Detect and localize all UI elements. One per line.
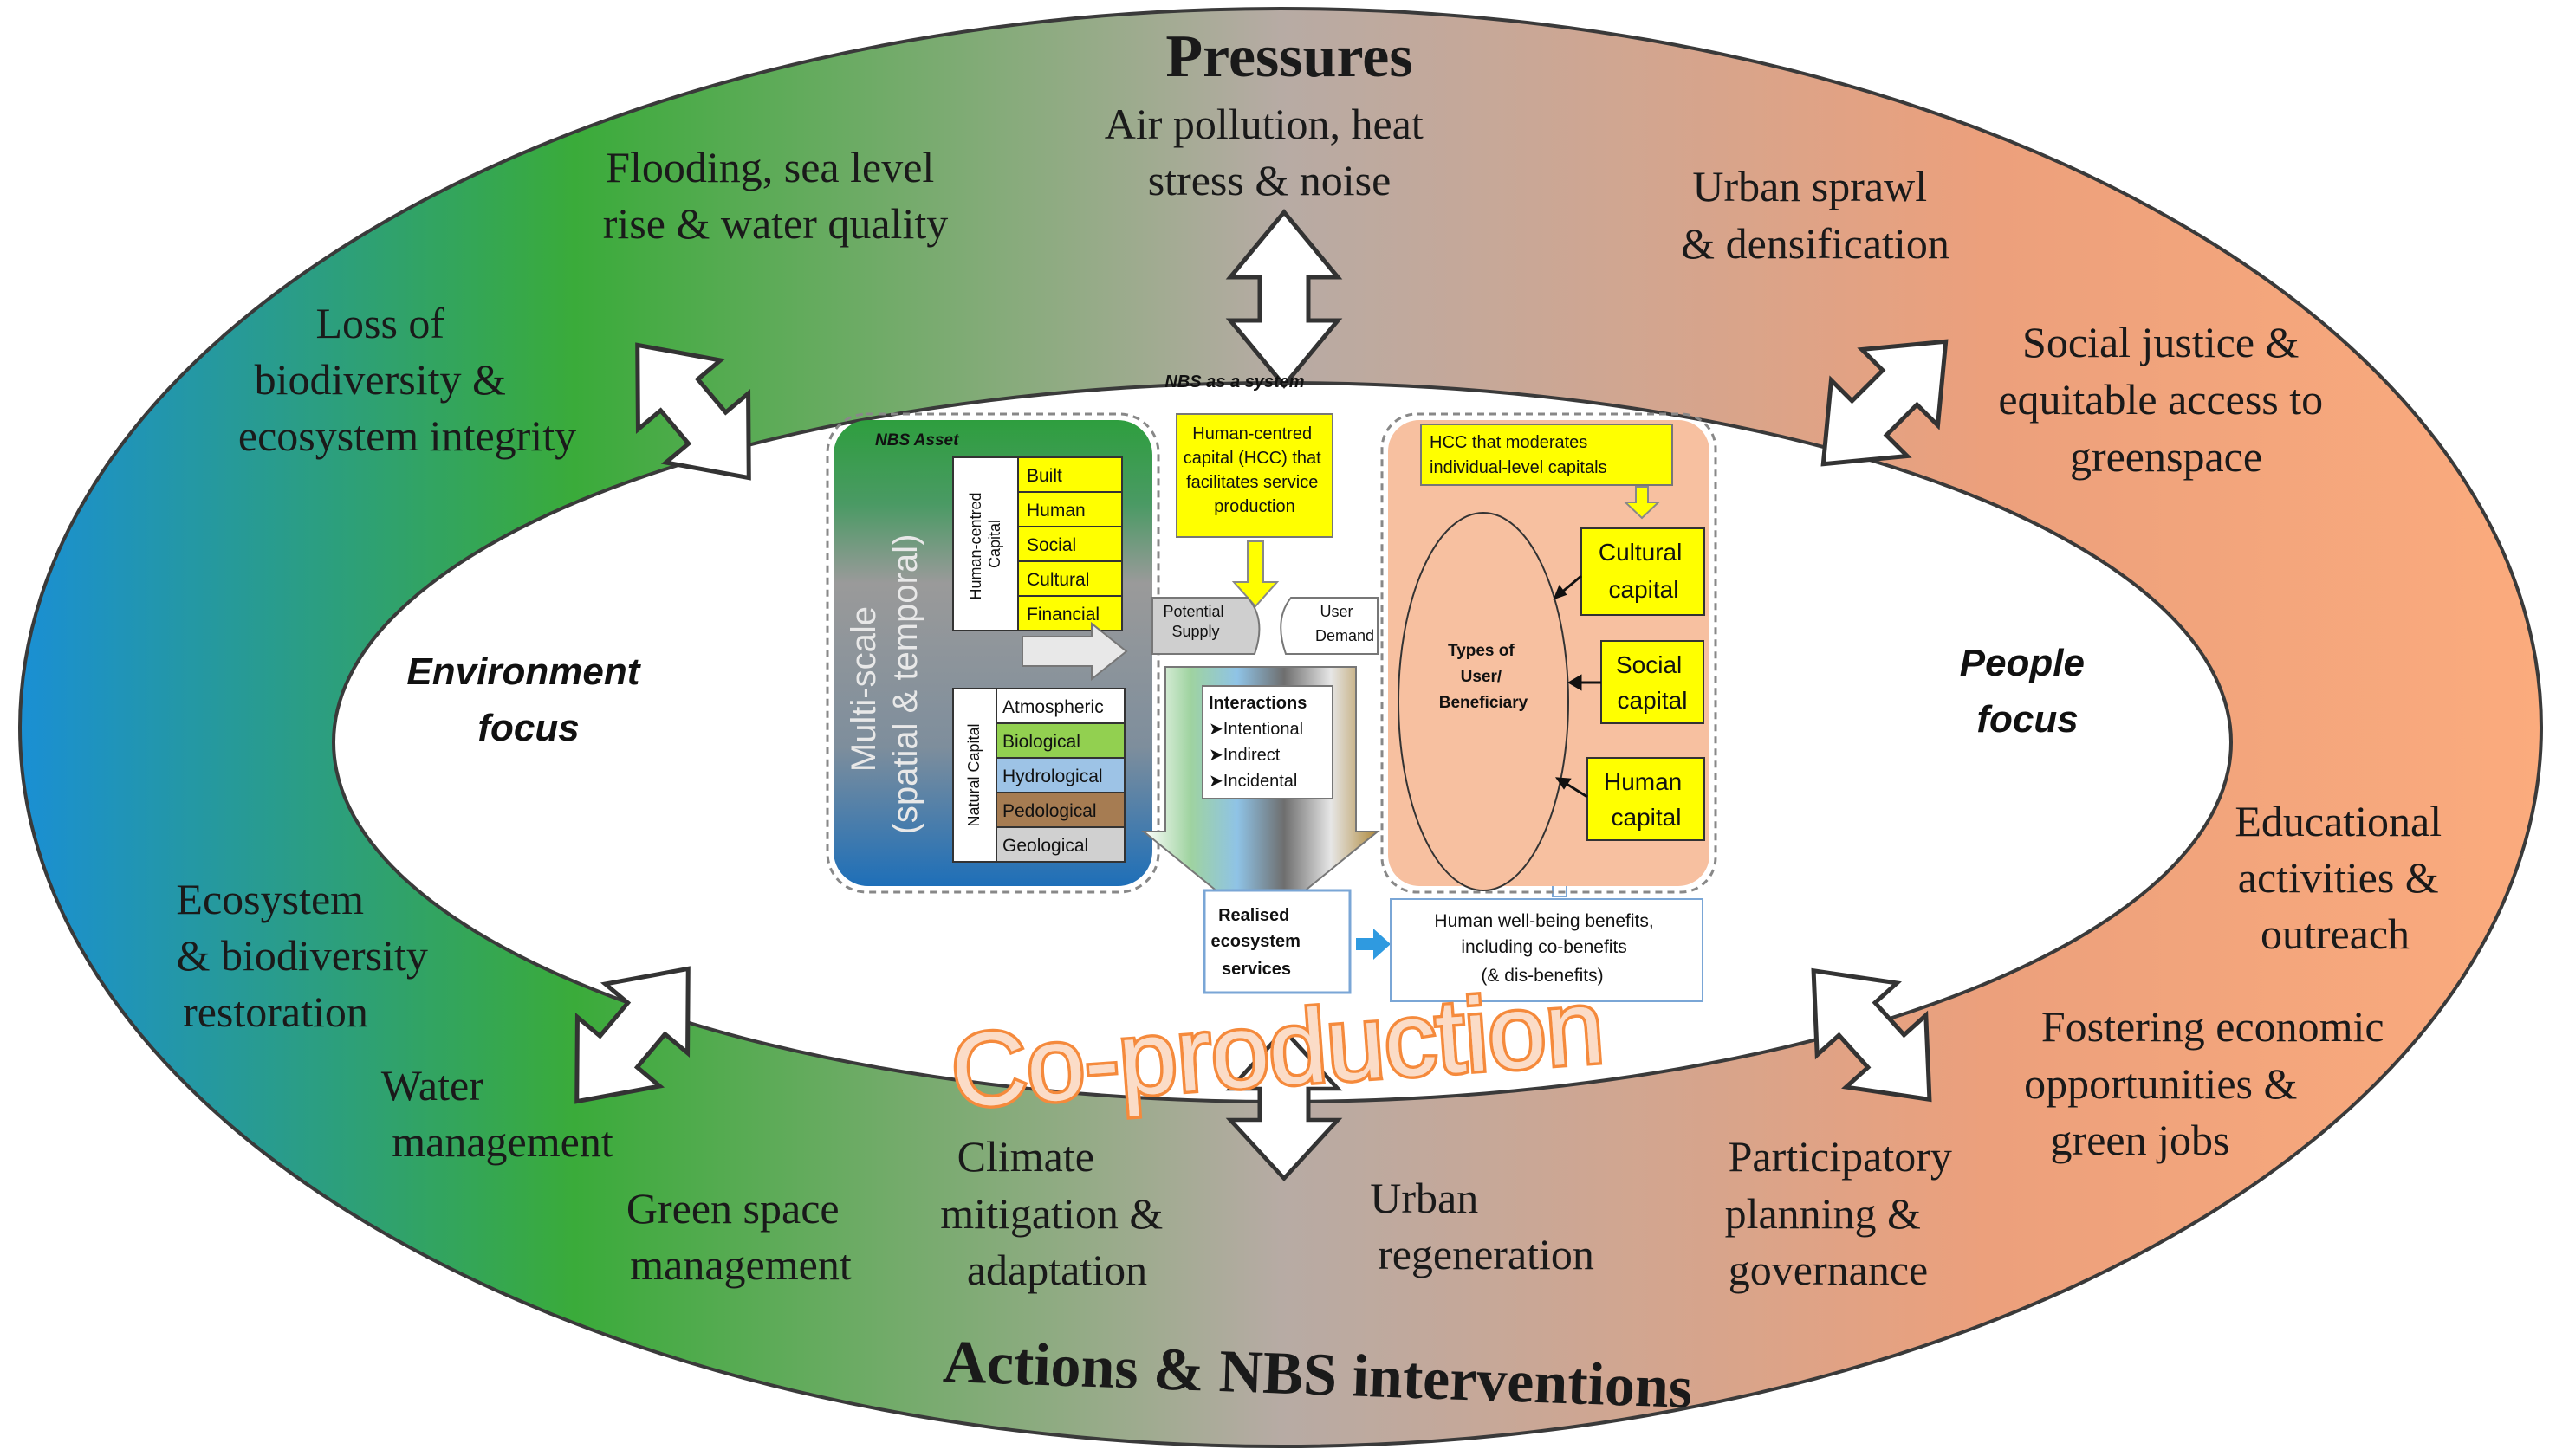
potential-supply-shape — [1151, 597, 1261, 655]
realised-services-box — [1203, 889, 1352, 994]
human-capital-text: Human capital — [1604, 768, 1689, 831]
hcc-facilitates-text: Human-centred capital (HCC) that facilit… — [1184, 424, 1327, 516]
right-arrow-icon — [1356, 929, 1391, 960]
wellbeing-text: Human well-being benefits, including co-… — [1434, 911, 1658, 986]
wellbeing-box — [1390, 898, 1703, 1002]
natural-capitals-stack: Atmospheric Biological Hydrological Pedo… — [996, 688, 1126, 863]
multiscale-label: Multi-scale (spatial & temporal) — [845, 534, 924, 835]
pressure-social-justice: Social justice & equitable access to gre… — [1998, 318, 2333, 481]
interactions-title: Interactions — [1209, 694, 1307, 713]
human-capital-box — [1586, 757, 1705, 841]
action-green-space: Green space management — [626, 1184, 852, 1289]
capital-pointer-arrows — [1553, 574, 1601, 799]
svg-text:Atmospheric Biological: Atmospheric Biological Hydrological Pedo… — [1002, 697, 1109, 856]
user-types-ellipse — [1398, 512, 1569, 891]
interactions-box — [1202, 685, 1333, 799]
double-arrow-icon — [574, 209, 1949, 1182]
hcc-facilitates-box — [1176, 413, 1333, 538]
potential-supply-text: Potential Supply — [1163, 603, 1228, 640]
cultural-capital-text: Cultural capital — [1599, 539, 1689, 603]
action-ecosystem-restoration: Ecosystem & biodiversity restoration — [176, 875, 438, 1036]
action-water-management: Water management — [381, 1061, 613, 1166]
pressure-biodiversity-loss: Loss of biodiversity & ecosystem integri… — [238, 299, 576, 460]
human-capital-label: Human-centred Capital — [967, 488, 1003, 599]
realised-services-text: Realised ecosystem services — [1211, 906, 1306, 979]
action-urban-regeneration: Urban regeneration — [1370, 1174, 1594, 1278]
user-demand-shape — [1280, 597, 1379, 655]
natural-capital-label: Natural Capital — [965, 723, 983, 826]
action-educational: Educational activities & outreach — [2235, 797, 2452, 958]
action-participatory: Participatory planning & governance — [1725, 1132, 1963, 1294]
striped-arrow-icon — [1022, 621, 1128, 682]
social-capital-text: Social capital — [1616, 651, 1689, 714]
interactions-list: ➤Intentional ➤Indirect ➤Incidental — [1209, 720, 1308, 791]
people-panel-outline — [1380, 412, 1717, 894]
pressure-urban-sprawl: Urban sprawl & densification — [1681, 162, 1949, 268]
pressure-flooding: Flooding, sea level rise & water quality — [603, 143, 949, 248]
pressure-air-pollution: Air pollution, heat stress & noise — [1105, 100, 1435, 204]
user-demand-text: User Demand — [1315, 603, 1374, 644]
natural-capital-label-box — [952, 688, 997, 863]
human-capitals-stack: Built Human Social Cultural Financial — [1017, 456, 1123, 631]
action-climate: Climate mitigation & adaptation — [940, 1132, 1173, 1294]
nbs-system-title: NBS as a system — [1164, 372, 1304, 392]
down-arrow-icon — [1231, 540, 1280, 608]
user-types-text: Types of User/ Beneficiary — [1439, 642, 1528, 712]
hcc-moderates-box — [1420, 424, 1673, 486]
capital-boxes: Cultural capital Social capital Human ca… — [1580, 527, 1705, 841]
pressures-title: Pressures — [1165, 23, 1412, 90]
action-economic: Fostering economic opportunities & green… — [2024, 1002, 2395, 1164]
cultural-capital-box — [1580, 527, 1705, 616]
small-down-arrow-icon — [1623, 486, 1661, 520]
nbs-asset-title: NBS Asset — [875, 431, 959, 450]
hcc-moderates-text: HCC that moderates individual-level capi… — [1430, 433, 1607, 477]
environment-focus: Environment focus — [406, 650, 650, 749]
social-capital-box — [1600, 640, 1704, 724]
svg-text:Built Human Social: Built Human Social Cultural Financial — [1027, 466, 1100, 624]
human-capital-label-box — [952, 456, 1019, 631]
people-focus: People focus — [1960, 642, 2096, 741]
